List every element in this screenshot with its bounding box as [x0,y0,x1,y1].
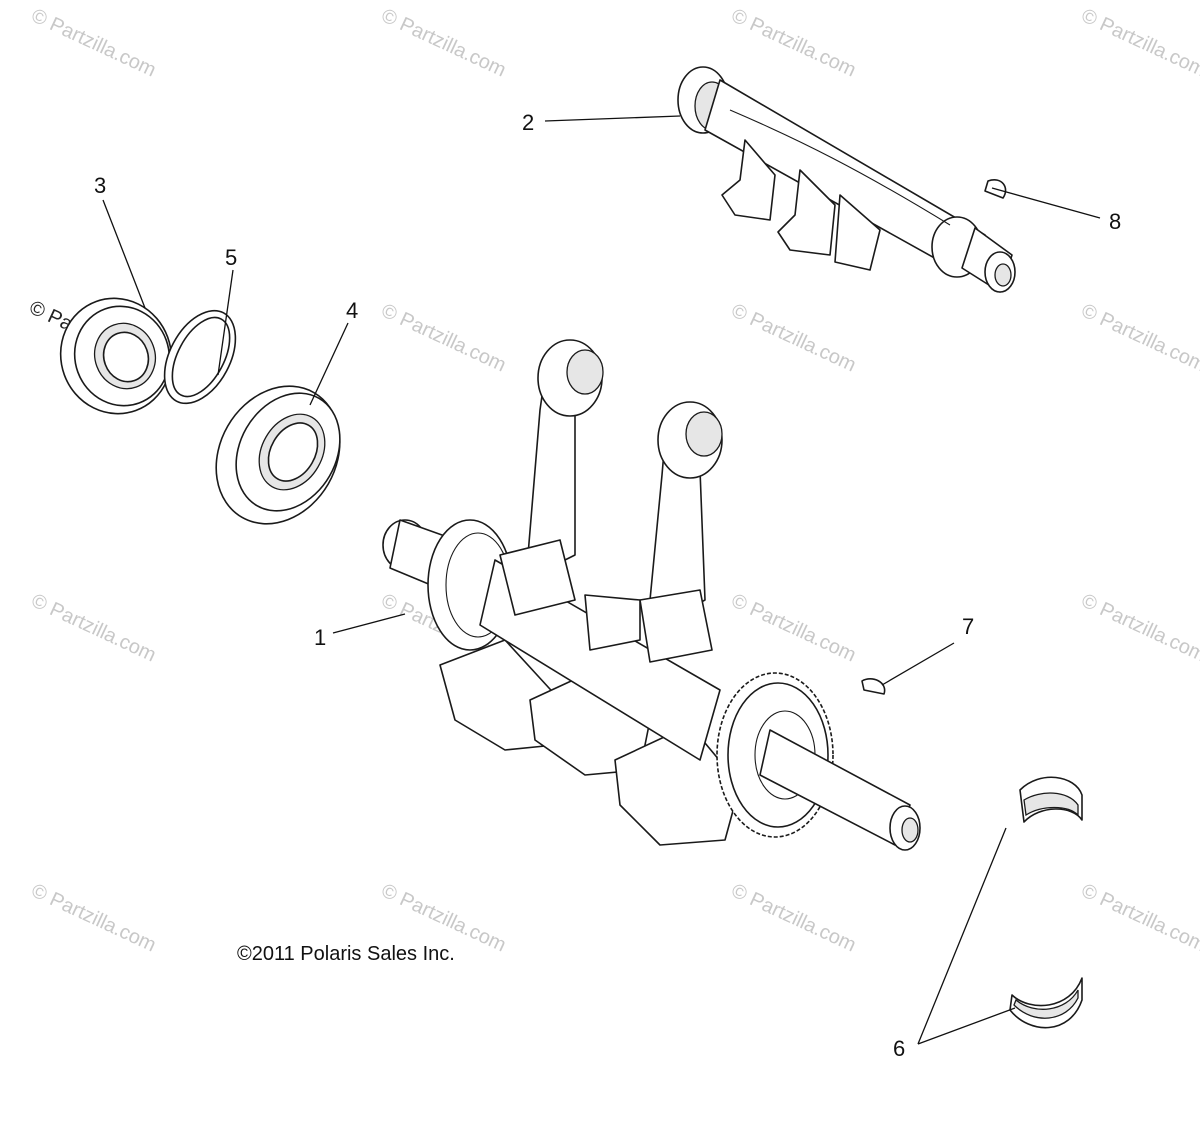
watermark: © Partzilla.com [1078,590,1200,667]
watermark: © Partzilla.com [728,5,859,82]
callout-8: 8 [1109,209,1121,234]
bearing-shells-drawing [1009,776,1083,1029]
leader-line-2 [544,115,681,122]
watermark: © Partzilla.com [28,880,159,957]
watermark: © Partzilla.com [1078,880,1200,957]
crankshaft-drawing [382,339,921,851]
callout-3: 3 [94,173,106,198]
callouts: 1 2 3 4 5 6 7 8 [94,110,1121,1061]
leader-line-6b [917,1007,1016,1045]
leader-line-8 [991,187,1101,219]
watermark: © Partzilla.com [1078,5,1200,82]
watermark: © Partzilla.com [378,5,509,82]
leader-line-4 [309,322,349,406]
balance-shaft-drawing [677,66,1016,293]
leader-line-6a [917,827,1007,1045]
callout-2: 2 [522,110,534,135]
watermark: © Partzilla.com [28,5,159,82]
callout-6: 6 [893,1036,905,1061]
callout-7: 7 [962,614,974,639]
copyright-notice: ©2011 Polaris Sales Inc. [237,943,455,965]
watermark: © Partzilla.com [728,300,859,377]
oil-seal-drawing [59,297,173,415]
watermark: © Partzilla.com [728,590,859,667]
watermark: © Partzilla.com [728,880,859,957]
watermark: © Partzilla.com [1078,300,1200,377]
callout-1: 1 [314,625,326,650]
woodruff-key-7-drawing [861,678,886,695]
leader-line-3 [102,199,146,309]
leader-lines [102,115,1101,1045]
leader-line-1 [332,613,406,634]
leader-line-7 [881,642,955,686]
callout-5: 5 [225,245,237,270]
bearing-drawing [215,385,341,525]
shim-ring-drawing [163,309,237,405]
watermark: © Partzilla.com [378,300,509,377]
leader-line-5 [217,269,234,376]
watermark: © Partzilla.com [28,590,159,667]
callout-4: 4 [346,298,358,323]
